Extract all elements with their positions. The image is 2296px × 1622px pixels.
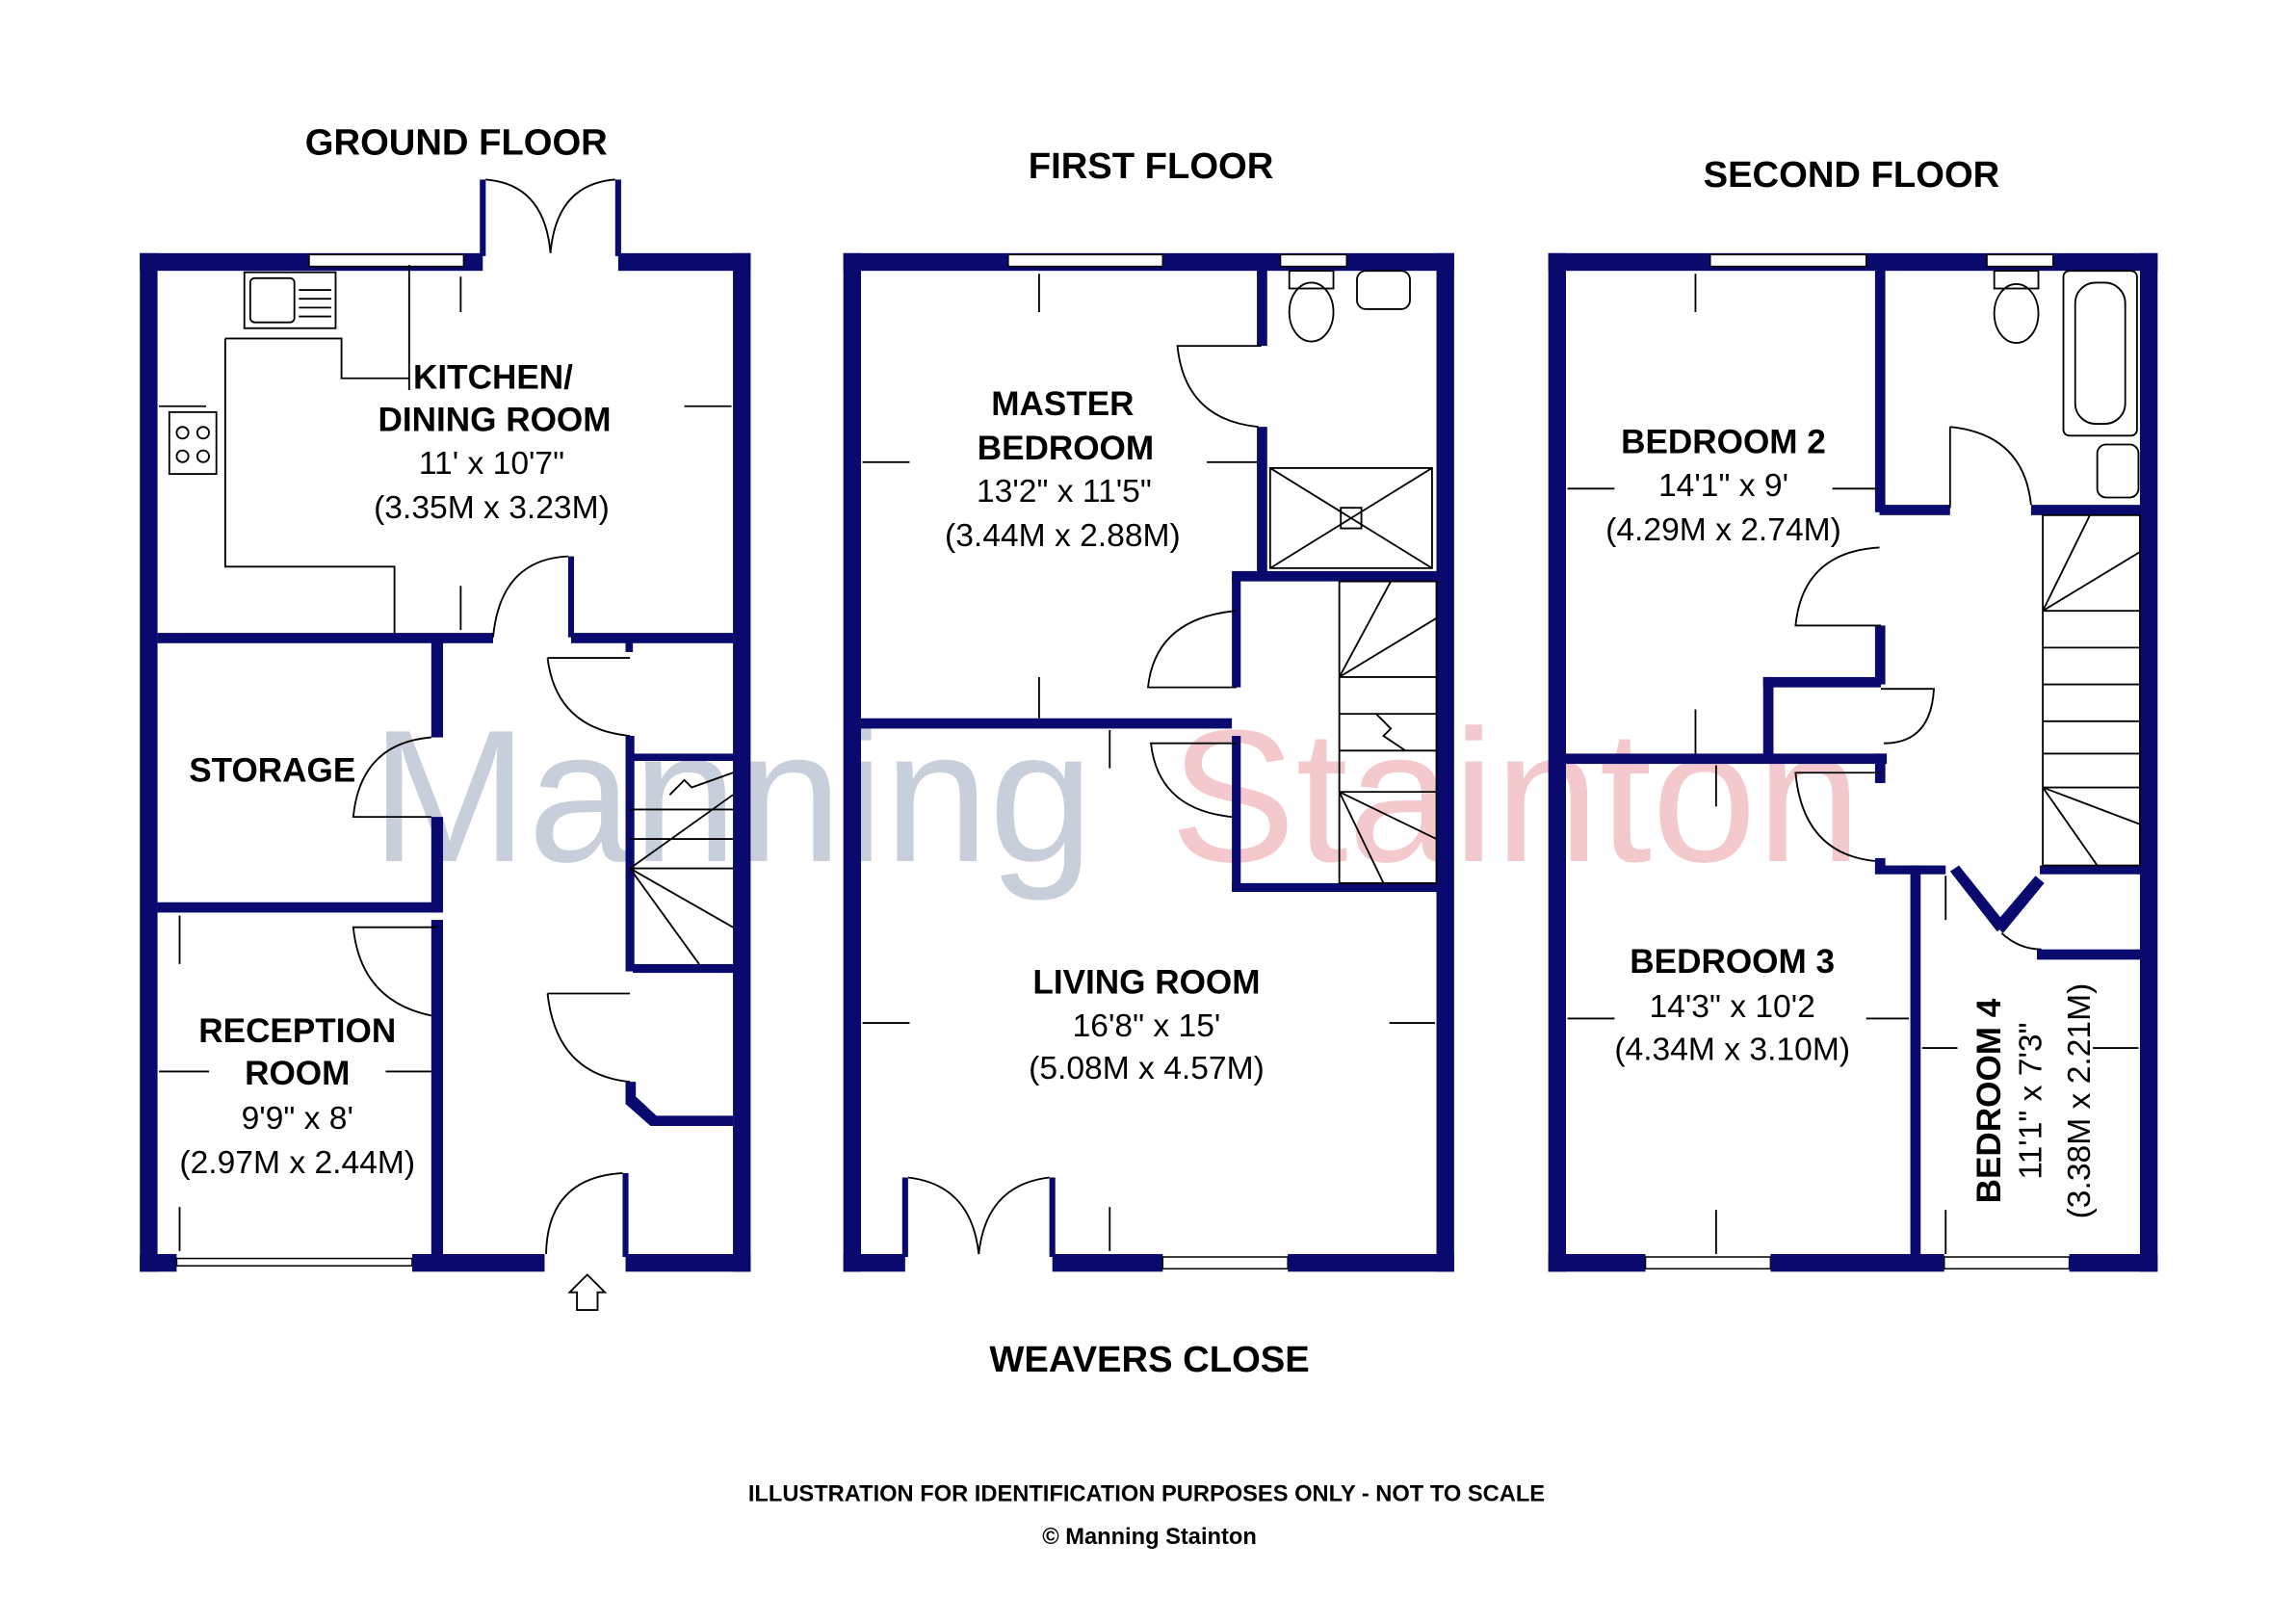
room-name: MASTER	[991, 385, 1134, 423]
ground-floor-plan	[140, 178, 751, 1311]
ground-floor-title: GROUND FLOOR	[305, 121, 608, 163]
room-dimensions-metric: (2.97M x 2.44M)	[179, 1145, 415, 1181]
room-dimensions-metric: (5.08M x 4.57M)	[1029, 1051, 1265, 1086]
room-dimensions-metric: (4.29M x 2.74M)	[1605, 512, 1841, 548]
room-bedroom-3: BEDROOM 3 14'3" x 10'2 (4.34M x 3.10M)	[1614, 943, 1850, 1067]
room-dimensions-metric: (4.34M x 3.10M)	[1614, 1032, 1850, 1067]
room-name: ROOM	[245, 1055, 350, 1092]
room-dimensions-imperial: 14'3" x 10'2	[1649, 989, 1814, 1025]
room-storage: STORAGE	[189, 751, 355, 789]
room-name: BEDROOM 4	[1970, 998, 2008, 1203]
second-floor-title: SECOND FLOOR	[1704, 154, 2000, 196]
room-bedroom-4: BEDROOM 4 11'1" x 7'3" (3.38M x 2.21M)	[1970, 983, 2098, 1219]
room-name: BEDROOM	[978, 430, 1154, 467]
room-name: BEDROOM 2	[1621, 424, 1826, 461]
room-name: BEDROOM 3	[1630, 943, 1835, 981]
room-name: KITCHEN/	[413, 358, 573, 396]
room-name: LIVING ROOM	[1032, 963, 1260, 1001]
first-floor-title: FIRST FLOOR	[1029, 145, 1274, 187]
room-dimensions-imperial: 13'2" x 11'5"	[977, 474, 1152, 510]
room-dimensions-metric: (3.38M x 2.21M)	[2062, 983, 2098, 1219]
room-dimensions-metric: (3.44M x 2.88M)	[945, 518, 1181, 554]
room-dimensions-metric: (3.35M x 3.23M)	[374, 490, 610, 526]
room-name: DINING ROOM	[378, 402, 612, 439]
room-kitchen-dining: KITCHEN/ DINING ROOM 11' x 10'7" (3.35M …	[374, 358, 611, 525]
watermark-word-2: Stainton	[1170, 692, 1862, 902]
room-master-bedroom: MASTER BEDROOM 13'2" x 11'5" (3.44M x 2.…	[945, 385, 1181, 554]
room-reception: RECEPTION ROOM 9'9" x 8' (2.97M x 2.44M)	[179, 1012, 415, 1181]
disclaimer: ILLUSTRATION FOR IDENTIFICATION PURPOSES…	[748, 1482, 1545, 1507]
room-bedroom-2: BEDROOM 2 14'1" x 9' (4.29M x 2.74M)	[1605, 424, 1841, 548]
room-living-room: LIVING ROOM 16'8" x 15' (5.08M x 4.57M)	[1029, 963, 1265, 1086]
copyright: © Manning Stainton	[1042, 1525, 1257, 1550]
room-dimensions-imperial: 11' x 10'7"	[419, 446, 564, 482]
room-dimensions-imperial: 14'1" x 9'	[1658, 468, 1788, 504]
street-name: WEAVERS CLOSE	[989, 1339, 1309, 1380]
room-dimensions-imperial: 11'1" x 7'3"	[2014, 1022, 2049, 1179]
second-floor-plan	[1548, 252, 2158, 1272]
room-dimensions-imperial: 16'8" x 15'	[1073, 1008, 1221, 1044]
first-floor-plan	[843, 252, 1454, 1272]
room-name: RECEPTION	[198, 1012, 396, 1050]
room-dimensions-imperial: 9'9" x 8'	[242, 1101, 353, 1137]
